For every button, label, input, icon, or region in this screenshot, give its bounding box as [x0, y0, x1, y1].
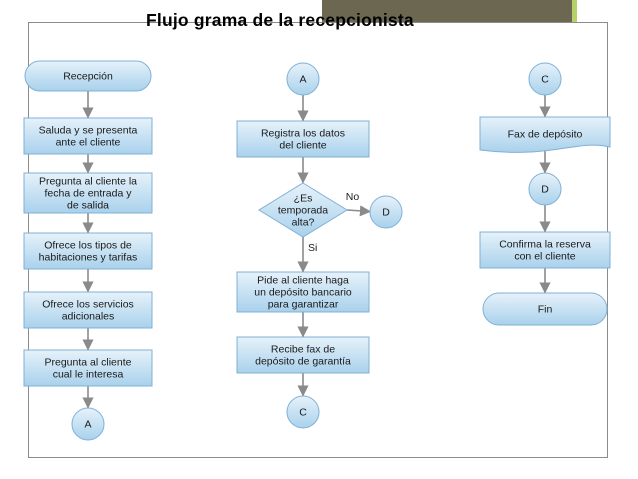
- slide-title: Flujo grama de la recepcionista: [146, 10, 414, 30]
- connector-c-in-shape: [528, 62, 562, 96]
- connector-d-out-shape: [369, 195, 403, 229]
- start-recepcion: Recepción: [24, 60, 152, 92]
- connector-c-out: C: [286, 395, 320, 429]
- step-ofrece-servicios-shape: [23, 291, 153, 329]
- step-pregunta-fecha-label-line: fecha de entrada y: [45, 188, 133, 200]
- step-registra-datos-shape: [236, 120, 370, 158]
- connector-a-in: A: [286, 62, 320, 96]
- step-ofrece-servicios-label-line: Ofrece los servicios: [42, 299, 134, 311]
- connector-a-out-shape: [71, 407, 105, 441]
- step-pide-deposito-label-line: Pide al cliente haga: [257, 275, 349, 287]
- end-fin-shape: [482, 292, 608, 326]
- connector-c-in-label-line: C: [541, 74, 549, 86]
- step-pide-deposito-shape: [236, 271, 370, 313]
- step-ofrece-tipos-label-line: Ofrece los tipos de: [44, 240, 132, 252]
- step-pide-deposito-label-line: un depósito bancario: [254, 287, 352, 299]
- end-fin: Fin: [482, 292, 608, 326]
- decision-temporada-alta-shape: [258, 182, 348, 238]
- edge-label: No: [346, 191, 360, 203]
- connector-d-in: D: [528, 172, 562, 206]
- connector-d-out: D: [369, 195, 403, 229]
- edge-label: Si: [308, 242, 317, 254]
- start-recepcion-label-line: Recepción: [63, 71, 113, 83]
- step-pregunta-interes-label-line: cual le interesa: [53, 369, 124, 381]
- step-registra-datos-label-line: del cliente: [279, 140, 326, 152]
- step-ofrece-tipos-shape: [23, 232, 153, 270]
- start-recepcion-shape: [24, 60, 152, 92]
- step-confirma-reserva-shape: [479, 231, 611, 269]
- decision-temporada-alta-label-line: alta?: [292, 217, 315, 229]
- step-registra-datos-label-line: Registra los datos: [261, 128, 345, 140]
- step-ofrece-tipos-label-line: habitaciones y tarifas: [39, 252, 138, 264]
- end-fin-label-line: Fin: [538, 304, 553, 316]
- decision-temporada-alta-label-line: ¿Es: [294, 193, 313, 205]
- step-pregunta-fecha-shape: [23, 172, 153, 214]
- step-recibe-fax-shape: [236, 336, 370, 374]
- edge-arrow: [346, 205, 372, 217]
- connector-c-out-shape: [286, 395, 320, 429]
- step-pregunta-interes-shape: [23, 349, 153, 387]
- step-recibe-fax-label-line: Recibe fax de: [271, 344, 335, 356]
- connector-d-out-label-line: D: [382, 207, 390, 219]
- step-confirma-reserva-label-line: Confirma la reserva: [499, 239, 591, 251]
- step-saluda-shape: [23, 117, 153, 155]
- connector-a-in-shape: [286, 62, 320, 96]
- step-pregunta-fecha-label-line: Pregunta al cliente la: [39, 176, 137, 188]
- connector-d-in-shape: [528, 172, 562, 206]
- step-saluda-label-line: ante el cliente: [56, 137, 121, 149]
- connector-d-in-label-line: D: [541, 184, 549, 196]
- step-pregunta-fecha-label-line: de salida: [67, 200, 109, 212]
- connector-a-out: A: [71, 407, 105, 441]
- doc-fax-deposito: Fax de depósito: [479, 116, 611, 153]
- step-pregunta-interes-label-line: Pregunta al cliente: [45, 357, 132, 369]
- connector-a-in-label-line: A: [299, 74, 306, 86]
- step-recibe-fax-label-line: depósito de garantía: [255, 356, 351, 368]
- step-ofrece-servicios-label-line: adicionales: [62, 311, 115, 323]
- doc-fax-deposito-shape: [479, 116, 611, 153]
- connector-c-in: C: [528, 62, 562, 96]
- doc-fax-deposito-label-line: Fax de depósito: [508, 129, 583, 141]
- decision-temporada-alta-label-line: temporada: [278, 205, 328, 217]
- step-confirma-reserva-label-line: con el cliente: [514, 251, 575, 263]
- step-saluda-label-line: Saluda y se presenta: [39, 125, 138, 137]
- connector-a-out-label-line: A: [84, 419, 91, 431]
- connector-c-out-label-line: C: [299, 407, 307, 419]
- step-pide-deposito-label-line: para garantizar: [268, 299, 339, 311]
